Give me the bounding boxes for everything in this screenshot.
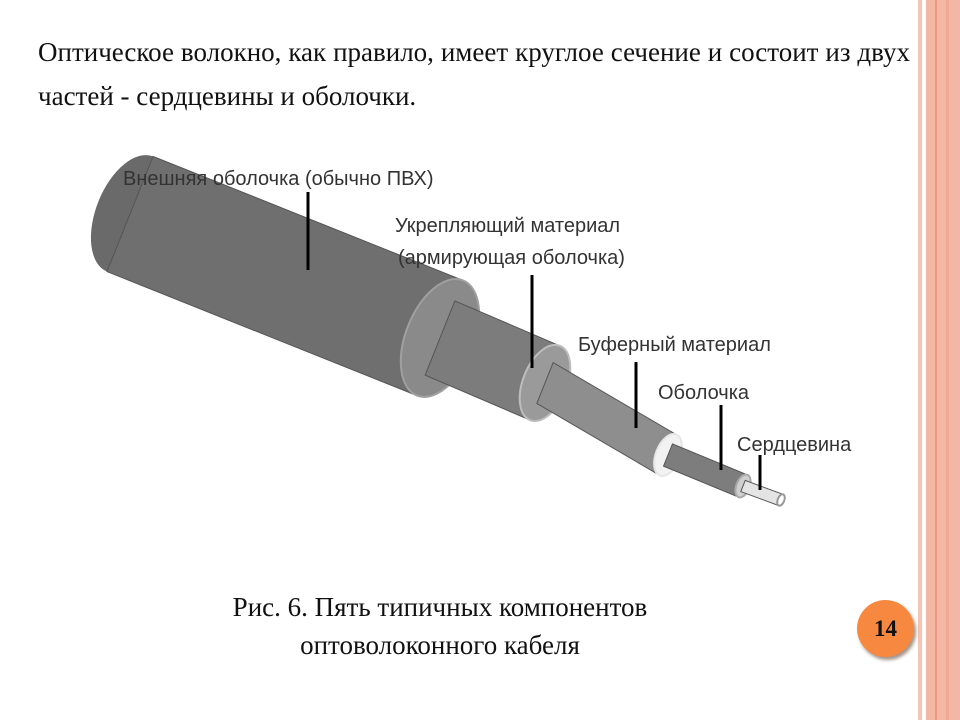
intro-text: Оптическое волокно, как правило, имеет к… (38, 37, 910, 111)
figure-caption: Рис. 6. Пять типичных компонентов оптово… (150, 588, 730, 664)
border-stripe (946, 0, 949, 720)
leader-lines (306, 192, 762, 490)
cable-illustration (90, 155, 786, 507)
fiber-cable-diagram: Внешняя оболочка (обычно ПВХ) Укрепляющи… (90, 155, 852, 507)
label-cladding: Оболочка (658, 382, 750, 404)
label-strength-2: (армирующая оболочка) (398, 247, 625, 269)
label-outer-jacket: Внешняя оболочка (обычно ПВХ) (123, 168, 434, 190)
border-stripe (918, 0, 922, 720)
label-strength-1: Укрепляющий материал (395, 215, 620, 237)
border-stripe (926, 0, 960, 720)
border-stripe (935, 0, 937, 720)
label-buffer: Буферный материал (578, 334, 771, 356)
core-end (776, 493, 786, 507)
caption-line-1: Рис. 6. Пять типичных компонентов (232, 592, 648, 622)
caption-line-2: оптоволоконного кабеля (300, 630, 580, 660)
page-number-badge: 14 (857, 600, 914, 657)
label-core: Сердцевина (737, 434, 852, 456)
